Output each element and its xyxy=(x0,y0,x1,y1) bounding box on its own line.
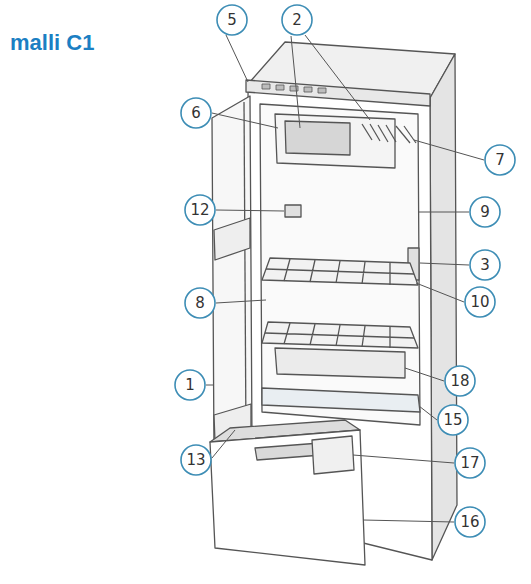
callout-number: 12 xyxy=(190,203,209,218)
callout-circle: 13 xyxy=(180,444,212,476)
panel-button xyxy=(318,88,326,93)
freezer-door xyxy=(285,121,350,155)
callout-ring xyxy=(438,405,468,435)
callout-number: 1 xyxy=(185,378,195,393)
callout-circle: 15 xyxy=(437,404,469,436)
callout-ring xyxy=(217,5,247,35)
cabinet-side xyxy=(430,54,457,560)
fridge-door xyxy=(212,96,252,452)
callout-number: 10 xyxy=(470,295,489,310)
control-panel xyxy=(246,80,430,106)
vent-fins xyxy=(362,124,416,143)
panel-button xyxy=(262,84,270,89)
callout-ring xyxy=(185,288,215,318)
callout-number: 7 xyxy=(495,153,505,168)
callout-ring xyxy=(470,250,500,280)
callout-circle: 5 xyxy=(216,4,248,36)
callout-circle: 6 xyxy=(180,97,212,129)
callout-ring xyxy=(181,445,211,475)
callout-number: 13 xyxy=(186,453,205,468)
callout-ring xyxy=(455,507,485,537)
callout-ring xyxy=(455,448,485,478)
callout-circle: 10 xyxy=(464,286,496,318)
callout-number: 3 xyxy=(480,258,490,273)
callout-circle: 9 xyxy=(469,196,501,228)
callout-ring xyxy=(181,98,211,128)
fridge-cavity xyxy=(260,104,420,425)
interior-light xyxy=(285,205,301,217)
callout-number: 8 xyxy=(195,296,205,311)
callout-number: 5 xyxy=(227,13,237,28)
panel-button xyxy=(276,85,284,90)
callout-number: 15 xyxy=(443,413,462,428)
diagram-title: malli C1 xyxy=(10,30,94,56)
callout-circle: 18 xyxy=(444,365,476,397)
leader-lines xyxy=(206,35,484,522)
freezer-compartment xyxy=(275,114,395,168)
callout-circle: 16 xyxy=(454,506,486,538)
callout-circle: 17 xyxy=(454,447,486,479)
callout-circle: 3 xyxy=(469,249,501,281)
callout-circle: 1 xyxy=(174,369,206,401)
callout-number: 16 xyxy=(460,515,479,530)
callout-circle: 7 xyxy=(484,144,516,176)
panel-button xyxy=(304,87,312,92)
callout-ring xyxy=(485,145,515,175)
callout-number: 6 xyxy=(191,106,201,121)
callout-number: 17 xyxy=(460,456,479,471)
callout-ring xyxy=(470,197,500,227)
callout-number: 2 xyxy=(292,13,302,28)
callout-circle: 8 xyxy=(184,287,216,319)
callout-number: 18 xyxy=(450,374,469,389)
callout-number: 9 xyxy=(480,205,490,220)
door-shelf xyxy=(214,218,250,260)
callout-circle: 2 xyxy=(281,4,313,36)
freezer-drawer xyxy=(210,430,365,565)
callout-ring xyxy=(282,5,312,35)
wire-shelf xyxy=(262,258,418,285)
callout-circle: 12 xyxy=(184,194,216,226)
callout-ring xyxy=(445,366,475,396)
door-inner-edge xyxy=(244,102,246,440)
callout-ring xyxy=(175,370,205,400)
callout-ring xyxy=(185,195,215,225)
drawer-basket xyxy=(312,436,354,474)
wire-shelf xyxy=(262,322,418,348)
glass-shelf xyxy=(262,388,420,412)
callout-ring xyxy=(465,287,495,317)
crisper-bin xyxy=(275,348,405,378)
